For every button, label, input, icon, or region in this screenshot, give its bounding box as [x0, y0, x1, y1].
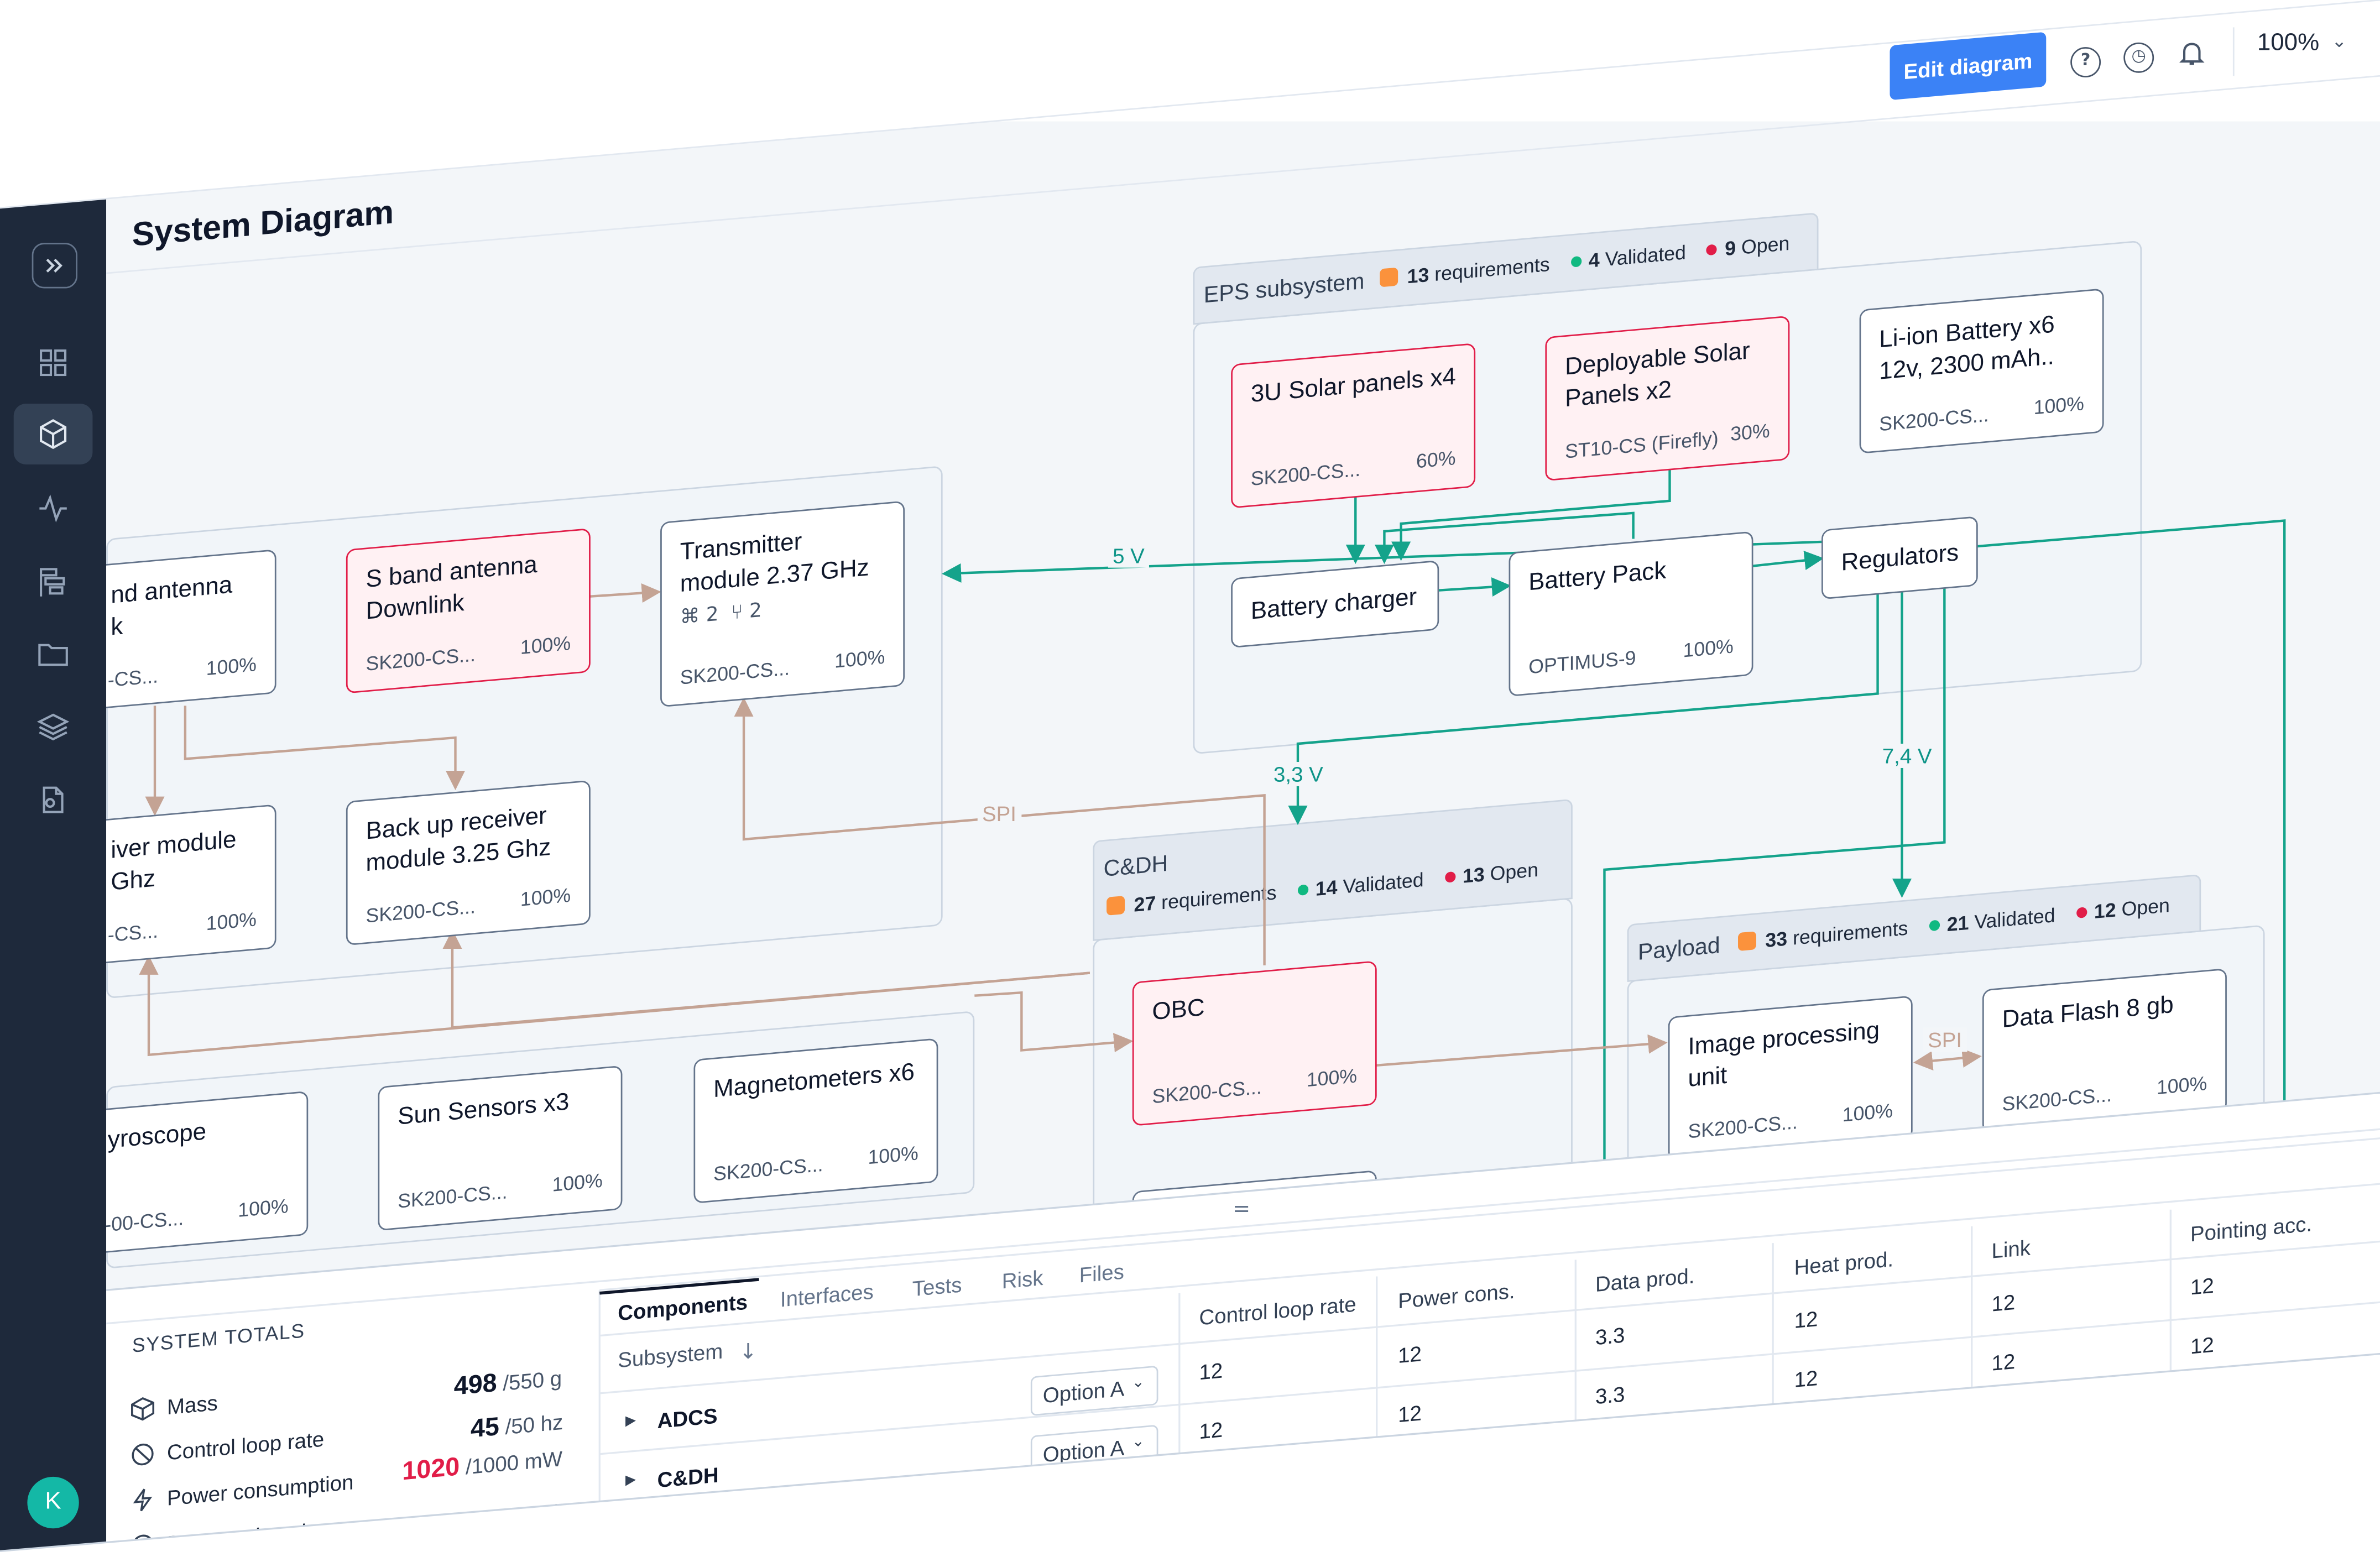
- edge-label-33v: 3,3 V: [1269, 761, 1328, 786]
- chevron-down-icon: ⌄: [1131, 1374, 1145, 1392]
- node-deployable-solar[interactable]: Deployable Solar Panels x2 ST10-CS (Fire…: [1545, 315, 1790, 482]
- document-icon: [43, 786, 64, 813]
- link-obc-receiver: [139, 955, 1090, 1057]
- sort-down-icon[interactable]: ↓: [739, 1340, 758, 1365]
- row-cdh-cell: 12: [1199, 1417, 1223, 1444]
- link-spi-obc-transmitter: [734, 697, 1266, 965]
- zoom-level[interactable]: 100%: [2257, 30, 2320, 56]
- node-battery-pack[interactable]: Battery Pack OPTIMUS-9 100%: [1509, 531, 1753, 697]
- link-spi-imgproc-flash: [1913, 1048, 1982, 1071]
- link-regulators-right: [1976, 519, 2286, 1154]
- row-adcs-cell: 12: [1794, 1306, 1818, 1333]
- activity-icon: [39, 494, 67, 523]
- disk-icon: [132, 1534, 154, 1551]
- expand-caret-icon[interactable]: ▶: [625, 1413, 636, 1430]
- row-adcs-cell: 3.3: [1595, 1322, 1625, 1350]
- sidebar-item-dashboard[interactable]: [32, 342, 75, 384]
- avatar[interactable]: K: [27, 1476, 79, 1529]
- row-cdh-cell: 12: [1794, 1365, 1818, 1392]
- sidebar-item-files[interactable]: [32, 633, 75, 676]
- expand-sidebar-button[interactable]: [32, 243, 77, 289]
- bolt-icon: [133, 1488, 153, 1512]
- command-icon: ⌘: [680, 605, 700, 630]
- row-cdh-cell: 12: [1398, 1400, 1422, 1427]
- transmitter-meta: ⌘ 2 ⑂ 2: [680, 599, 762, 630]
- node-backup-receiver[interactable]: Back up receiver module 3.25 Ghz SK200-C…: [346, 780, 591, 946]
- row-cdh-cell: 12: [2190, 1332, 2214, 1359]
- node-image-processing[interactable]: Image processing unit SK200-CS... 100%: [1668, 995, 1913, 1161]
- help-icon[interactable]: ?: [2070, 47, 2101, 77]
- sidebar-item-layers[interactable]: [32, 706, 75, 748]
- cube-icon: [131, 1397, 155, 1421]
- chevrons-right-icon: [46, 258, 62, 273]
- edge-label-74v: 7,4 V: [1877, 744, 1937, 768]
- link-antenna-backup: [184, 706, 466, 791]
- ban-icon: [132, 1443, 154, 1466]
- toolbar-divider: [2232, 27, 2235, 76]
- sidebar: K: [0, 198, 107, 1551]
- link-deploy-charger: [1391, 464, 1671, 561]
- link-charger-pack: [1437, 577, 1511, 597]
- layers-icon: [36, 713, 70, 741]
- node-obc[interactable]: OBC SK200-CS... 100%: [1132, 960, 1377, 1126]
- tab-risk[interactable]: Risk: [1001, 1265, 1043, 1293]
- node-sun-sensors[interactable]: Sun Sensors x3 SK200-CS... 100%: [378, 1065, 623, 1231]
- row-cdh-cell: 3.3: [1595, 1381, 1625, 1409]
- col-link[interactable]: Link: [1991, 1235, 2031, 1263]
- row-adcs-cell: 12: [1991, 1289, 2016, 1316]
- row-adcs-cell: 12: [1398, 1341, 1422, 1368]
- edge-label-spi-payload: SPI: [1923, 1027, 1967, 1052]
- chevron-down-icon: ⌄: [1131, 1433, 1145, 1451]
- tab-files[interactable]: Files: [1079, 1258, 1124, 1287]
- sidebar-item-components[interactable]: [13, 404, 93, 464]
- node-magnetometers[interactable]: Magnetometers x6 SK200-CS... 100%: [693, 1038, 938, 1204]
- timeline-icon: [40, 568, 65, 597]
- node-data-flash[interactable]: Data Flash 8 gb SK200-CS... 100%: [1982, 968, 2227, 1134]
- sidebar-item-documents[interactable]: [32, 779, 75, 821]
- history-icon[interactable]: ◷: [2123, 42, 2154, 73]
- node-solar-panels[interactable]: 3U Solar panels x4 SK200-CS... 60%: [1231, 343, 1476, 509]
- chevron-down-icon[interactable]: ⌄: [2331, 30, 2347, 52]
- tab-tests[interactable]: Tests: [912, 1272, 962, 1301]
- row-adcs-cell: 12: [2190, 1273, 2214, 1299]
- branch-icon: ⑂: [731, 601, 743, 625]
- total-data-value: /100 mb: [488, 1498, 566, 1530]
- sidebar-item-activity[interactable]: [32, 487, 75, 530]
- row-adcs-cell: 12: [1199, 1357, 1223, 1385]
- folder-icon: [38, 644, 68, 666]
- link-regulators-payload: [1603, 579, 1946, 1199]
- link-obc-imgproc: [1375, 1034, 1668, 1067]
- row-cdh-cell: 12: [1991, 1349, 2016, 1375]
- bell-icon[interactable]: [2177, 38, 2207, 69]
- link-pack-regulators: [1751, 551, 1824, 570]
- cube-icon: [40, 419, 67, 450]
- node-regulators[interactable]: Regulators: [1821, 516, 1978, 600]
- grid-icon: [40, 349, 67, 377]
- node-transmitter[interactable]: Transmitter module 2.37 GHz ⌘ 2 ⑂ 2 SK20…: [660, 500, 905, 708]
- sidebar-item-timeline[interactable]: [32, 560, 75, 603]
- link-pack-charger: [1374, 511, 1635, 565]
- node-sband-antenna[interactable]: S band antenna Downlink SK200-CS... 100%: [346, 528, 591, 694]
- link-sband-transmitter: [588, 583, 661, 603]
- edge-label-spi: SPI: [977, 801, 1021, 826]
- link-obc-in: [974, 991, 1134, 1053]
- link-obc-backup: [442, 929, 1090, 1029]
- expand-caret-icon[interactable]: ▶: [625, 1472, 636, 1489]
- edge-label-5v: 5 V: [1108, 543, 1150, 568]
- node-liion-battery[interactable]: Li-ion Battery x6 12v, 2300 mAh.. SK200-…: [1859, 288, 2104, 454]
